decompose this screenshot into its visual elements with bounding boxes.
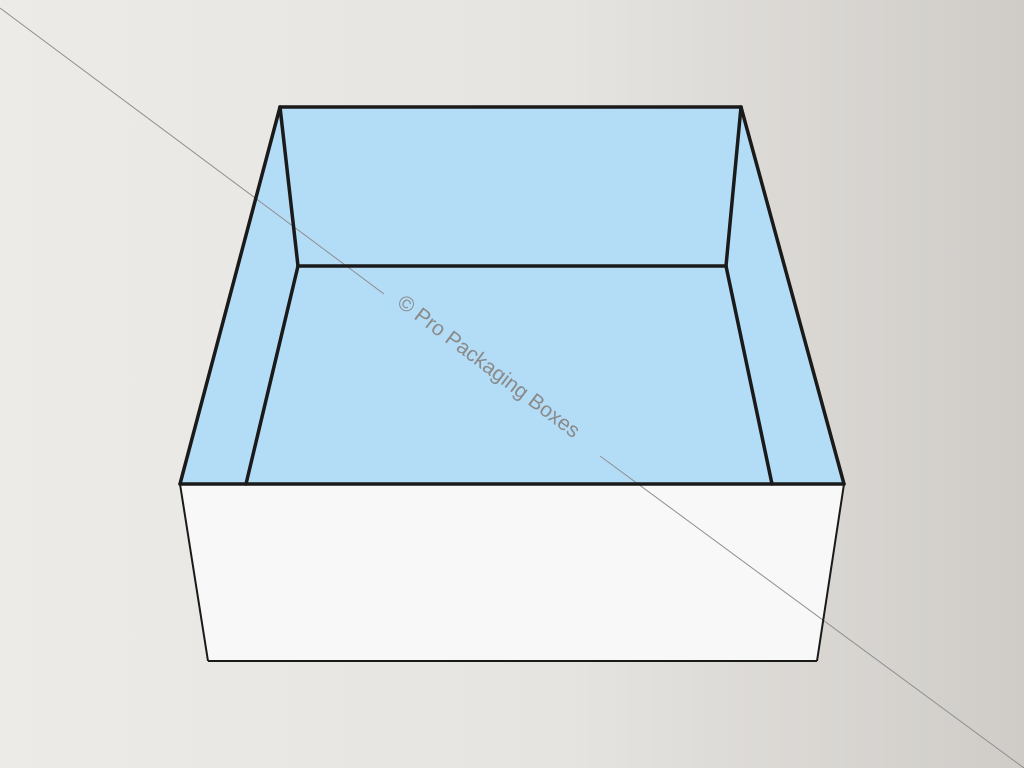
box-front-panel: [180, 484, 844, 661]
box-edges: [178, 105, 846, 486]
box-right-wall: [726, 107, 844, 484]
back-left-corner-edge: [278, 105, 300, 268]
front-right-edge: [816, 483, 845, 662]
box-front-edges: [179, 483, 845, 662]
left-outer-edge: [178, 105, 282, 486]
box-back-wall: [280, 107, 741, 266]
watermark-line: [599, 455, 1024, 768]
front-left-edge: [179, 483, 209, 662]
back-right-corner-edge: [724, 105, 743, 268]
box-left-wall: [180, 107, 298, 484]
box-floor: [246, 266, 772, 484]
watermark-line: [0, 7, 385, 295]
right-outer-edge: [739, 105, 846, 486]
floor-right-edge: [724, 264, 774, 486]
floor-left-edge: [244, 264, 300, 486]
